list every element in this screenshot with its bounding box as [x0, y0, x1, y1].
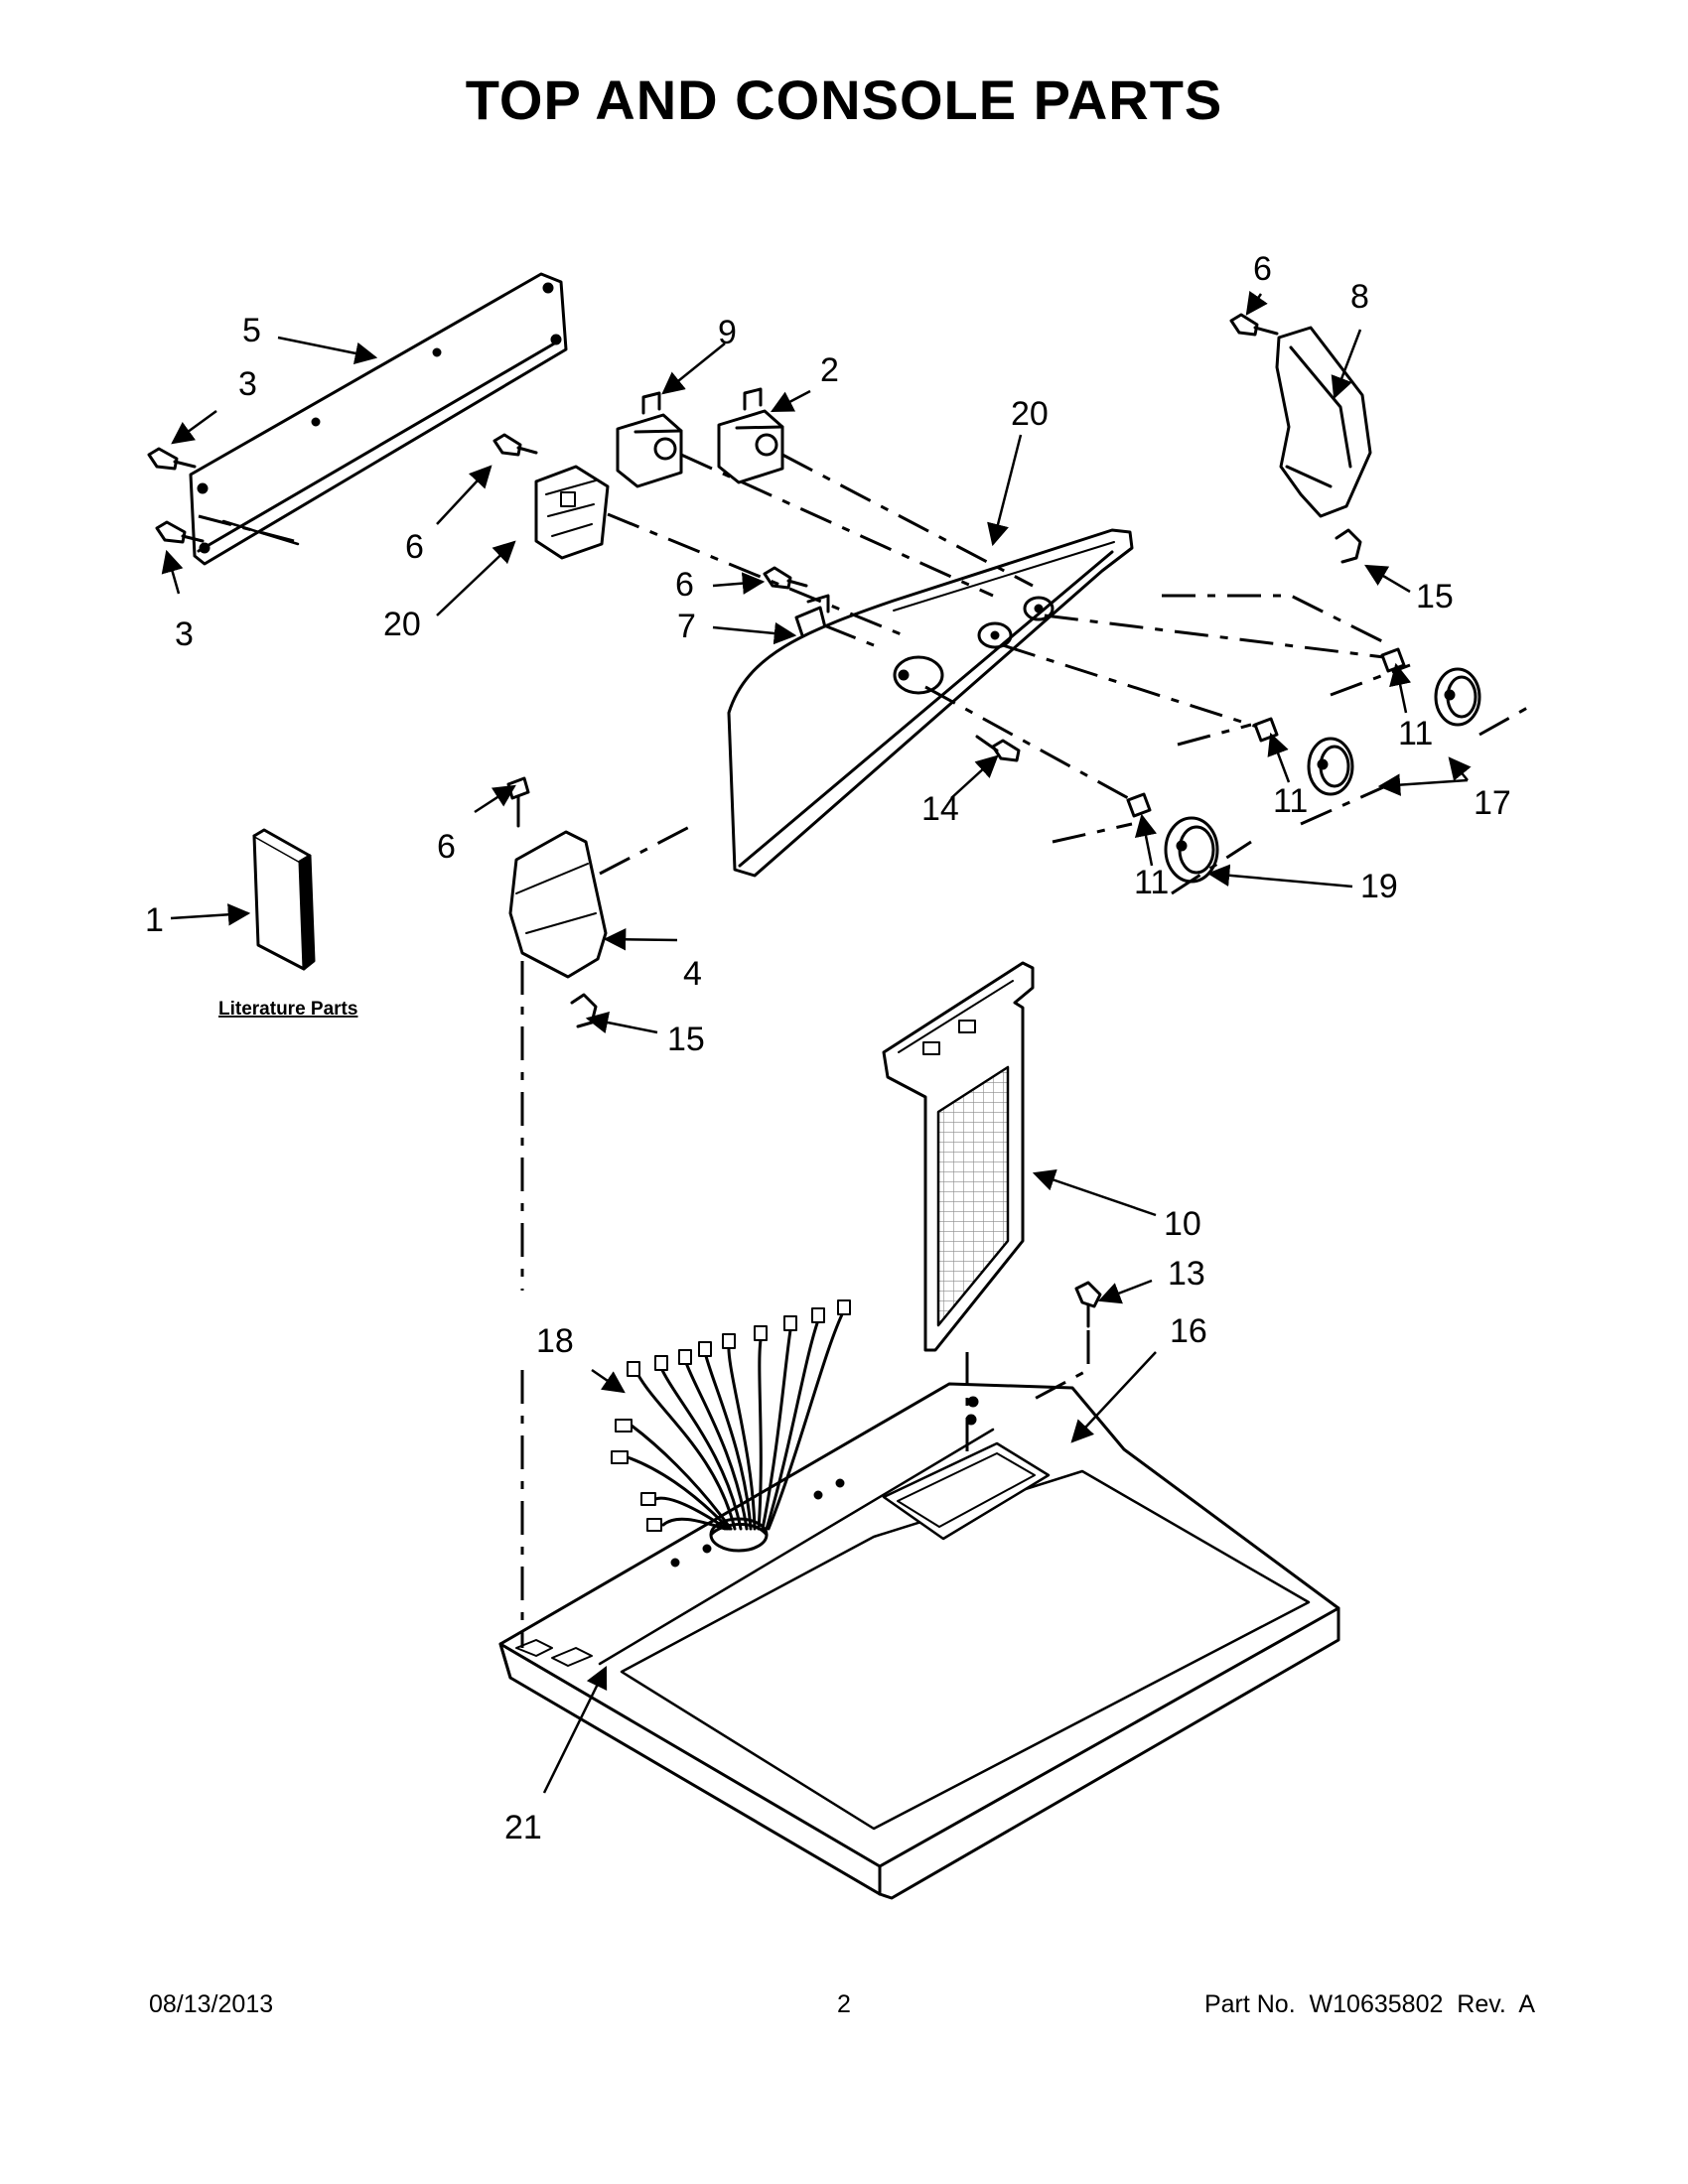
callout-6-lock: 6	[675, 566, 694, 604]
footer-page-number: 2	[837, 1990, 851, 2018]
callout-7: 7	[677, 608, 696, 645]
screw-6-endcap	[506, 776, 530, 828]
callout-15-lower: 15	[667, 1021, 705, 1058]
spring-clip-11-middle	[1253, 717, 1279, 743]
push-button-switch-9	[616, 391, 683, 488]
callout-20-timer: 20	[383, 606, 421, 643]
dryer-top-panel	[498, 1382, 1340, 1900]
callout-1: 1	[145, 901, 164, 939]
callout-labels: 5 3 3 6 20 9 2 20 6 7 6 8 15 14 11 11 11…	[145, 250, 1511, 1846]
wire-clip-15-upper	[1335, 528, 1362, 564]
callout-5: 5	[242, 312, 261, 349]
callout-11-upper: 11	[1398, 715, 1433, 752]
screw-3-upper	[147, 447, 197, 471]
leader-arrows	[161, 290, 1472, 1794]
callout-17: 17	[1474, 784, 1511, 822]
callout-11-lower: 11	[1134, 864, 1169, 901]
callout-14: 14	[921, 790, 959, 828]
callout-9: 9	[718, 314, 737, 351]
callout-3-lower: 3	[175, 615, 194, 653]
callout-11-middle: 11	[1273, 782, 1308, 820]
callout-16: 16	[1170, 1312, 1207, 1350]
knob-17-middle	[1307, 737, 1354, 796]
wire-harness	[611, 1299, 851, 1532]
callout-3-upper: 3	[238, 365, 257, 403]
callout-20-console: 20	[1011, 395, 1049, 433]
console-bracket	[1275, 326, 1372, 518]
callout-6-timer: 6	[405, 528, 424, 566]
callout-19: 19	[1360, 868, 1398, 905]
callout-8: 8	[1350, 278, 1369, 316]
rear-console-panel	[189, 272, 568, 566]
screw-3-lower	[155, 520, 205, 544]
knob-17-upper	[1434, 667, 1481, 727]
timer-switch	[534, 465, 610, 560]
knob-19-lower	[1164, 816, 1219, 884]
callout-2: 2	[820, 351, 839, 389]
screw-6-bracket	[1229, 313, 1279, 337]
footer-part-number: Part No. W10635802 Rev. A	[1203, 1990, 1535, 2018]
console-end-cap	[508, 830, 608, 979]
screw-6-timer	[492, 433, 538, 457]
literature-parts-box	[252, 828, 316, 971]
callout-6-bracket: 6	[1253, 250, 1272, 288]
callout-13: 13	[1168, 1255, 1205, 1293]
wire-clip-15-lower	[570, 993, 598, 1028]
callout-18: 18	[536, 1322, 574, 1360]
lint-screen	[882, 961, 1035, 1352]
callout-15-upper: 15	[1416, 578, 1454, 615]
callout-6-endcap: 6	[437, 828, 456, 866]
screw-6-lock	[763, 566, 808, 590]
literature-parts-label: Literature Parts	[218, 999, 357, 1020]
callout-21: 21	[504, 1809, 542, 1846]
callout-4: 4	[683, 955, 702, 993]
screw-13	[1074, 1281, 1102, 1328]
screw-14	[975, 735, 1021, 762]
callout-10: 10	[1164, 1205, 1201, 1243]
control-console	[727, 528, 1134, 878]
push-button-switch-2	[717, 387, 784, 484]
alignment-lines	[198, 453, 1530, 1648]
footer-date: 08/13/2013	[149, 1990, 274, 2018]
page-title: TOP AND CONSOLE PARTS	[465, 68, 1223, 131]
spring-clip-11-lower	[1126, 792, 1152, 818]
